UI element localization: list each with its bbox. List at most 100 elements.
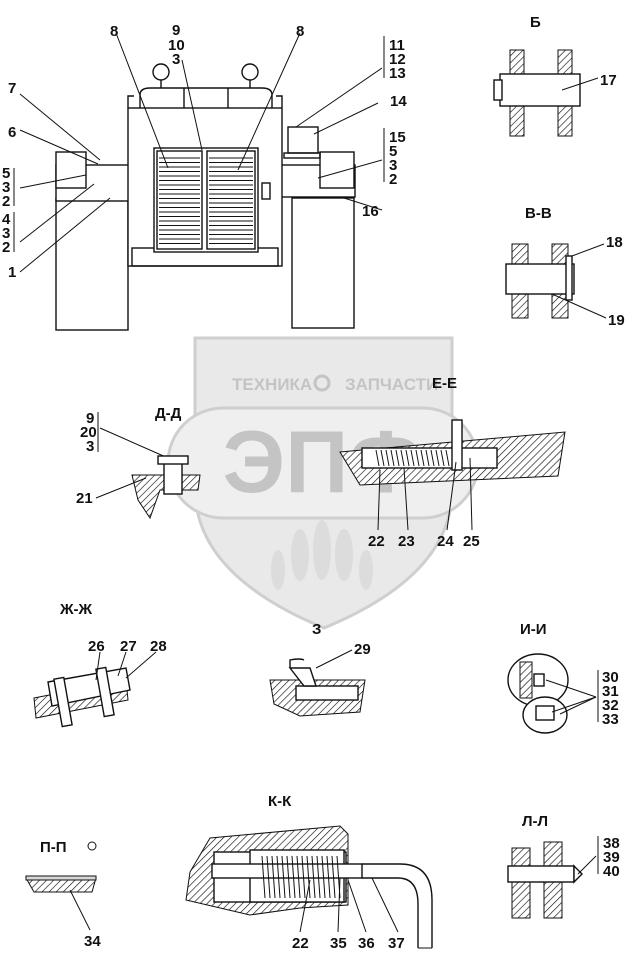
spring-coil [286, 855, 291, 899]
spring-coil [395, 449, 400, 467]
callout-8-right: 8 [296, 23, 304, 40]
spring-coil [331, 855, 336, 899]
spring-coil [306, 855, 311, 899]
section-dd-callout-3: 3 [86, 438, 94, 455]
section-zhzh: Ж-Ж 26 27 28 [33, 601, 167, 728]
spring-coil [385, 449, 390, 467]
right-box [287, 126, 319, 154]
section-b-callout-17: 17 [600, 72, 617, 89]
callout-7: 7 [8, 80, 16, 97]
section-kk-title: К-К [268, 793, 292, 810]
callout-10: 10 [168, 37, 185, 54]
section-ll: Л-Л 38 39 40 [507, 813, 620, 919]
spring-coil [296, 855, 301, 899]
spring-coil [271, 855, 276, 899]
section-kk-callout-37: 37 [388, 935, 405, 952]
callout-9: 9 [172, 22, 180, 39]
spring-coil [316, 855, 321, 899]
callout-14: 14 [390, 93, 407, 110]
callout-3-left: 3 [2, 179, 10, 196]
spring-coil [301, 855, 306, 899]
section-ii: И-И 30 31 32 33 [507, 621, 619, 734]
callout-5-right: 5 [389, 143, 397, 160]
section-ll-callout-38: 38 [603, 835, 620, 852]
callout-6: 6 [8, 124, 16, 141]
callout-15: 15 [389, 129, 406, 146]
spring-coil [326, 855, 331, 899]
rotation-mark-icon [87, 841, 97, 851]
section-ll-callout-40: 40 [603, 863, 620, 880]
callout-3-left-lower: 3 [2, 225, 10, 242]
callout-2-left: 2 [2, 193, 10, 210]
section-zhzh-callout-28: 28 [150, 638, 167, 655]
callout-8-left: 8 [110, 23, 118, 40]
main-view-labels: 8 8 9 10 3 11 12 13 7 14 6 15 5 3 2 5 3 … [2, 22, 407, 281]
section-dd-callout-20: 20 [80, 424, 97, 441]
section-ee-callout-24: 24 [437, 533, 454, 550]
callout-13: 13 [389, 65, 406, 82]
section-zhzh-callout-27: 27 [120, 638, 137, 655]
section-pp: П-П 34 [25, 839, 101, 950]
spring-coil [380, 449, 385, 467]
section-vv-callout-19: 19 [608, 312, 625, 329]
spring-coil [425, 449, 430, 467]
callout-2-left-lower: 2 [2, 239, 10, 256]
section-z: З 29 [269, 621, 371, 717]
section-zhzh-callout-26: 26 [88, 638, 105, 655]
section-kk-callout-36: 36 [358, 935, 375, 952]
section-b: Б 17 [493, 14, 617, 137]
section-ll-title: Л-Л [522, 813, 548, 830]
section-ii-callout-30: 30 [602, 669, 619, 686]
callout-16: 16 [362, 203, 379, 220]
section-ee-spring [375, 449, 450, 467]
spring-coil [430, 449, 435, 467]
watermark-text-right: ЗАПЧАСТИ [345, 375, 438, 394]
callout-12: 12 [389, 51, 406, 68]
section-vv: В-В 18 19 [505, 205, 625, 329]
watermark-gear-icon [313, 374, 331, 392]
right-track [291, 197, 355, 329]
section-zhzh-title: Ж-Ж [59, 601, 93, 618]
section-kk-callout-22: 22 [292, 935, 309, 952]
left-lamp [152, 63, 170, 81]
section-ii-callout-31: 31 [602, 683, 619, 700]
section-ii-callout-32: 32 [602, 697, 619, 714]
callout-4: 4 [2, 211, 11, 228]
section-pp-title: П-П [40, 839, 67, 856]
spring-coil [291, 855, 296, 899]
radiator-grille [153, 147, 259, 253]
section-dd-callout-9: 9 [86, 410, 94, 427]
spring-coil [440, 449, 445, 467]
section-ii-callout-33: 33 [602, 711, 619, 728]
section-ll-callout-39: 39 [603, 849, 620, 866]
spring-coil [276, 855, 281, 899]
spring-coil [445, 449, 450, 467]
section-b-title: Б [530, 14, 541, 31]
spring-coil [281, 855, 286, 899]
section-dd: Д-Д 9 20 3 21 [76, 405, 201, 520]
spring-coil [420, 449, 425, 467]
section-dd-title: Д-Д [155, 405, 182, 422]
callout-1: 1 [8, 264, 16, 281]
section-kk: К-К 22 35 36 37 [185, 793, 433, 952]
spring-coil [375, 449, 380, 467]
spring-coil [261, 855, 266, 899]
section-ee: Е-Е 22 23 24 25 [339, 375, 566, 550]
spring-coil [410, 449, 415, 467]
spring-coil [405, 449, 410, 467]
spring-coil [321, 855, 326, 899]
section-vv-callout-18: 18 [606, 234, 623, 251]
callout-11: 11 [389, 37, 405, 54]
section-ee-callout-22: 22 [368, 533, 385, 550]
section-kk-callout-35: 35 [330, 935, 347, 952]
callout-5-left: 5 [2, 165, 10, 182]
watermark-text-left: ТЕХНИКА [232, 375, 312, 394]
section-ee-title: Е-Е [432, 375, 457, 392]
spring-coil [415, 449, 420, 467]
section-ee-callout-23: 23 [398, 533, 415, 550]
spring-coil [435, 449, 440, 467]
spring-coil [400, 449, 405, 467]
section-vv-title: В-В [525, 205, 552, 222]
section-pp-callout-34: 34 [84, 933, 101, 950]
